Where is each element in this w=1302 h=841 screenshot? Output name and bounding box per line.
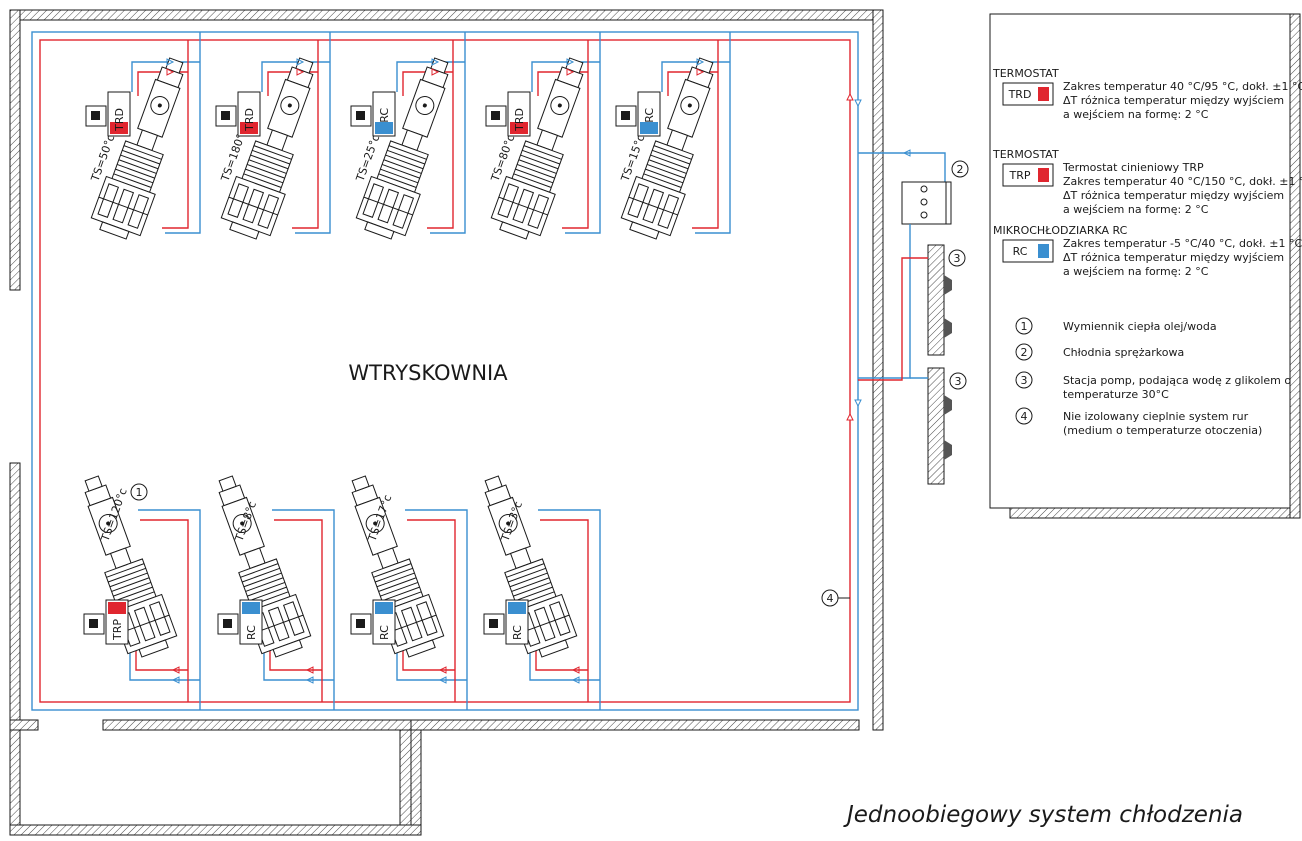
legend-item-text: (medium o temperaturze otoczenia) — [1063, 424, 1262, 437]
svg-text:3: 3 — [954, 252, 961, 265]
legend-text-line: Zakres temperatur 40 °C/150 °C, dokł. ±1… — [1063, 175, 1302, 188]
unit-label: RC — [511, 625, 524, 640]
legend-text-line: Zakres temperatur 40 °C/95 °C, dokł. ±1 … — [1063, 80, 1302, 93]
bottom-machine-2: TS=8°cRC — [200, 469, 314, 684]
svg-text:4: 4 — [827, 592, 834, 605]
flow-arrow — [854, 399, 862, 408]
pipe-network — [31, 31, 911, 711]
unit-label: TRD — [513, 108, 526, 132]
unit-label: RC — [378, 108, 391, 123]
svg-text:1: 1 — [136, 486, 143, 499]
flow-arrow — [854, 99, 862, 108]
marker-2: 2 — [951, 160, 969, 178]
legend-text-line: Termostat cinieniowy TRP — [1062, 161, 1204, 174]
legend-item-number: 1 — [1021, 320, 1028, 333]
pump-station-3b — [910, 367, 952, 485]
marker-3b: 3 — [949, 372, 967, 390]
unit-label: TRD — [113, 108, 126, 132]
legend-box-label: TRP — [1009, 169, 1031, 182]
legend-item-2: 2 Chłodnia sprężarkowa — [1015, 343, 1184, 361]
legend-heading: MIKROCHŁODZIARKA RC — [993, 224, 1128, 237]
legend-item-text: Wymiennik ciepła olej/woda — [1063, 320, 1217, 333]
building-walls — [9, 9, 884, 836]
flow-arrow — [846, 92, 854, 101]
legend-item-text: temperaturze 30°C — [1063, 388, 1169, 401]
top-machine-row: TS=50°cTRDTS=180°cTRDTS=25°cRCTS=80°cTRD… — [85, 51, 732, 244]
legend-text-line: a wejściem na formę: 2 °C — [1063, 108, 1209, 121]
legend-text-line: a wejściem na formę: 2 °C — [1063, 265, 1209, 278]
legend-panel: TERMOSTAT TRD Zakres temperatur 40 °C/95 °… — [989, 13, 1302, 519]
legend-box-label: RC — [1013, 245, 1028, 258]
legend-item-number: 2 — [1021, 346, 1028, 359]
unit-label: RC — [643, 108, 656, 123]
legend-section-trp: TERMOSTAT TRP Termostat cinieniowy TRPZakr… — [992, 148, 1302, 216]
legend-item-text: Chłodnia sprężarkowa — [1063, 346, 1184, 359]
legend-item-4: 4 Nie izolowany cieplnie system rur(mediu… — [1015, 407, 1262, 437]
marker-3a: 3 — [948, 249, 966, 267]
legend-item-text: Nie izolowany cieplnie system rur — [1063, 410, 1249, 423]
legend-text-line: ΔT różnica temperatur między wyjściem — [1063, 189, 1284, 202]
marker-4: 4 — [821, 589, 850, 607]
legend-item-3: 3 Stacja pomp, podająca wodę z glikolem o… — [1015, 371, 1291, 401]
unit-label: RC — [245, 625, 258, 640]
legend-section-trd: TERMOSTAT TRD Zakres temperatur 40 °C/95 °… — [992, 67, 1302, 121]
top-machine-5: TS=15°cRC — [615, 51, 732, 244]
bottom-machine-4: TS=3°cRC — [466, 469, 580, 684]
room-label: WTRYSKOWNIA — [348, 361, 508, 385]
legend-text-line: Zakres temperatur -5 °C/40 °C, dokł. ±1 … — [1063, 237, 1302, 250]
legend-heading: TERMOSTAT — [992, 148, 1059, 161]
legend-text-line: ΔT różnica temperatur między wyjściem — [1063, 94, 1284, 107]
legend-item-text: Stacja pomp, podająca wodę z glikolem o — [1063, 374, 1291, 387]
pump-station-3a — [858, 244, 952, 381]
legend-section-rc: MIKROCHŁODZIARKA RC RC Zakres temperatur -… — [993, 224, 1302, 278]
legend-text-line: ΔT różnica temperatur między wyjściem — [1063, 251, 1284, 264]
unit-label: RC — [378, 625, 391, 640]
svg-text:2: 2 — [957, 163, 964, 176]
legend-box-label: TRD — [1008, 88, 1032, 101]
unit-label: TRP — [111, 619, 124, 641]
flow-arrow — [846, 412, 854, 421]
marker-1: 1 — [130, 483, 148, 501]
diagram-caption: Jednoobiegowy system chłodzenia — [843, 802, 1243, 828]
legend-item-number: 4 — [1021, 410, 1028, 423]
unit-label: TRD — [243, 108, 256, 132]
legend-item-number: 3 — [1021, 374, 1028, 387]
legend-item-1: 1 Wymiennik ciepła olej/woda — [1015, 317, 1217, 335]
legend-text-line: a wejściem na formę: 2 °C — [1063, 203, 1209, 216]
bottom-machine-3: TS=17°cRC — [333, 469, 447, 684]
legend-heading: TERMOSTAT — [992, 67, 1059, 80]
svg-text:3: 3 — [955, 375, 962, 388]
top-machine-3: TS=25°cRC — [350, 51, 467, 244]
